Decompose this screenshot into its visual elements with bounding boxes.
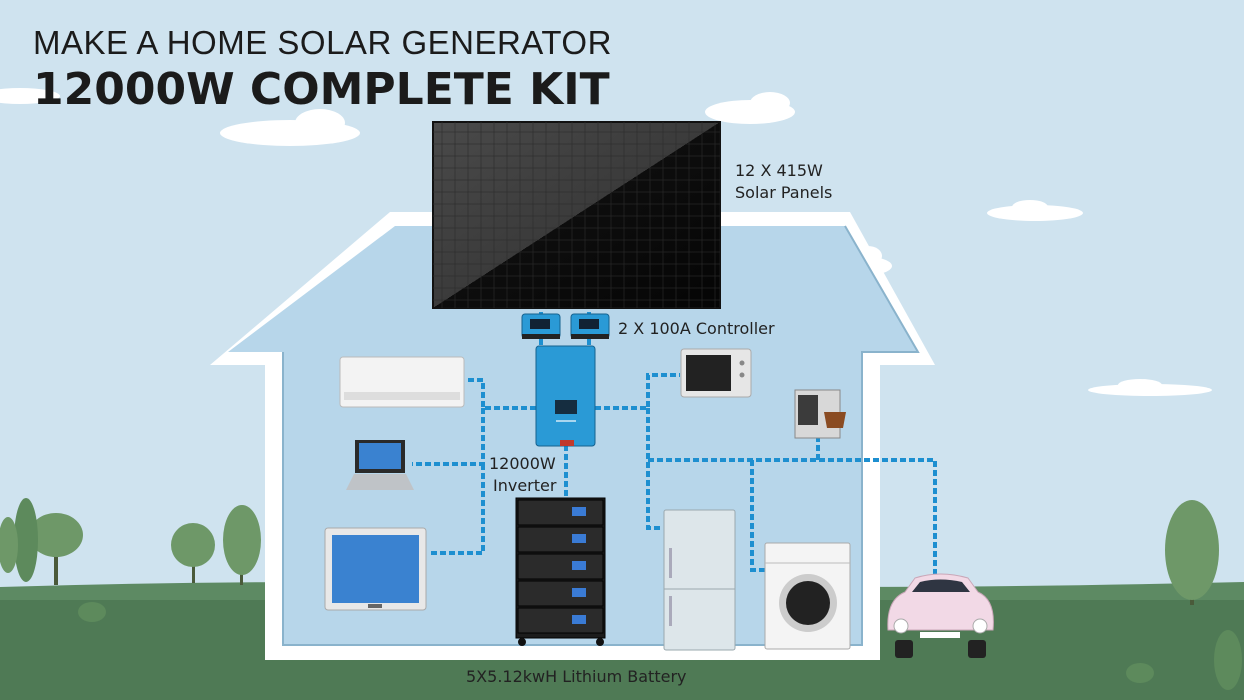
microwave [680,348,752,398]
cloud [1088,379,1212,396]
cloud [705,92,795,124]
tree [0,498,83,585]
battery-label: 5X5.12kwH Lithium Battery [466,667,687,686]
charge-controller [521,313,561,339]
solar-panel-array [432,121,721,309]
battery-stack [515,497,606,646]
cloud [987,200,1083,221]
tree [1165,500,1219,605]
solar-panels-name: Solar Panels [735,183,833,202]
cloud [0,88,60,104]
laptop [346,440,414,490]
washing-machine [764,542,851,650]
solar-panels-quantity: 12 X 415W [735,161,823,180]
house-wall-shadow [282,225,920,646]
coffee-machine [794,389,846,439]
title-line-2: 12000W COMPLETE KIT [33,64,610,115]
cloud [220,109,360,146]
title-line-1: MAKE A HOME SOLAR GENERATOR [33,24,612,61]
controller-label: 2 X 100A Controller [618,319,775,338]
monitor [324,527,427,611]
air-conditioner [339,356,465,408]
inverter-name: Inverter [493,476,557,495]
inverter-label: 12000W Inverter [489,453,556,497]
inverter [535,345,596,447]
wiring [412,312,937,580]
refrigerator [663,509,736,651]
tree [171,505,261,585]
solar-panels-label: 12 X 415W Solar Panels [735,160,832,204]
bush [78,602,1242,690]
charge-controller [570,313,610,339]
electric-car [887,573,994,658]
inverter-power: 12000W [489,454,556,473]
